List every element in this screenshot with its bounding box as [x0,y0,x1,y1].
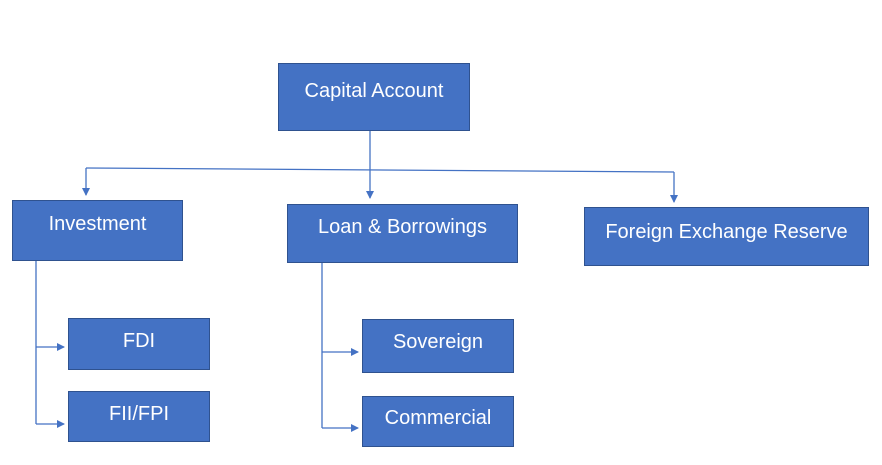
commercial-box: Commercial [362,396,514,447]
foreign-exchange-reserve-box: Foreign Exchange Reserve [584,207,869,266]
capital-account-label: Capital Account [304,80,444,102]
fii-fpi-label: FII/FPI [109,403,169,425]
commercial-label: Commercial [384,407,492,429]
investment-label: Investment [48,213,147,235]
fdi-box: FDI [68,318,210,370]
loan-borrowings-box: Loan & Borrowings [287,204,518,263]
foreign-exchange-reserve-label: Foreign Exchange Reserve [605,221,848,243]
sovereign-label: Sovereign [392,331,484,353]
investment-box: Investment [12,200,183,261]
capital-account-box: Capital Account [278,63,470,131]
connector-bus [85,167,675,173]
sovereign-box: Sovereign [362,319,514,373]
fdi-label: FDI [122,330,156,352]
fii-fpi-box: FII/FPI [68,391,210,442]
loan-borrowings-label: Loan & Borrowings [318,216,487,238]
